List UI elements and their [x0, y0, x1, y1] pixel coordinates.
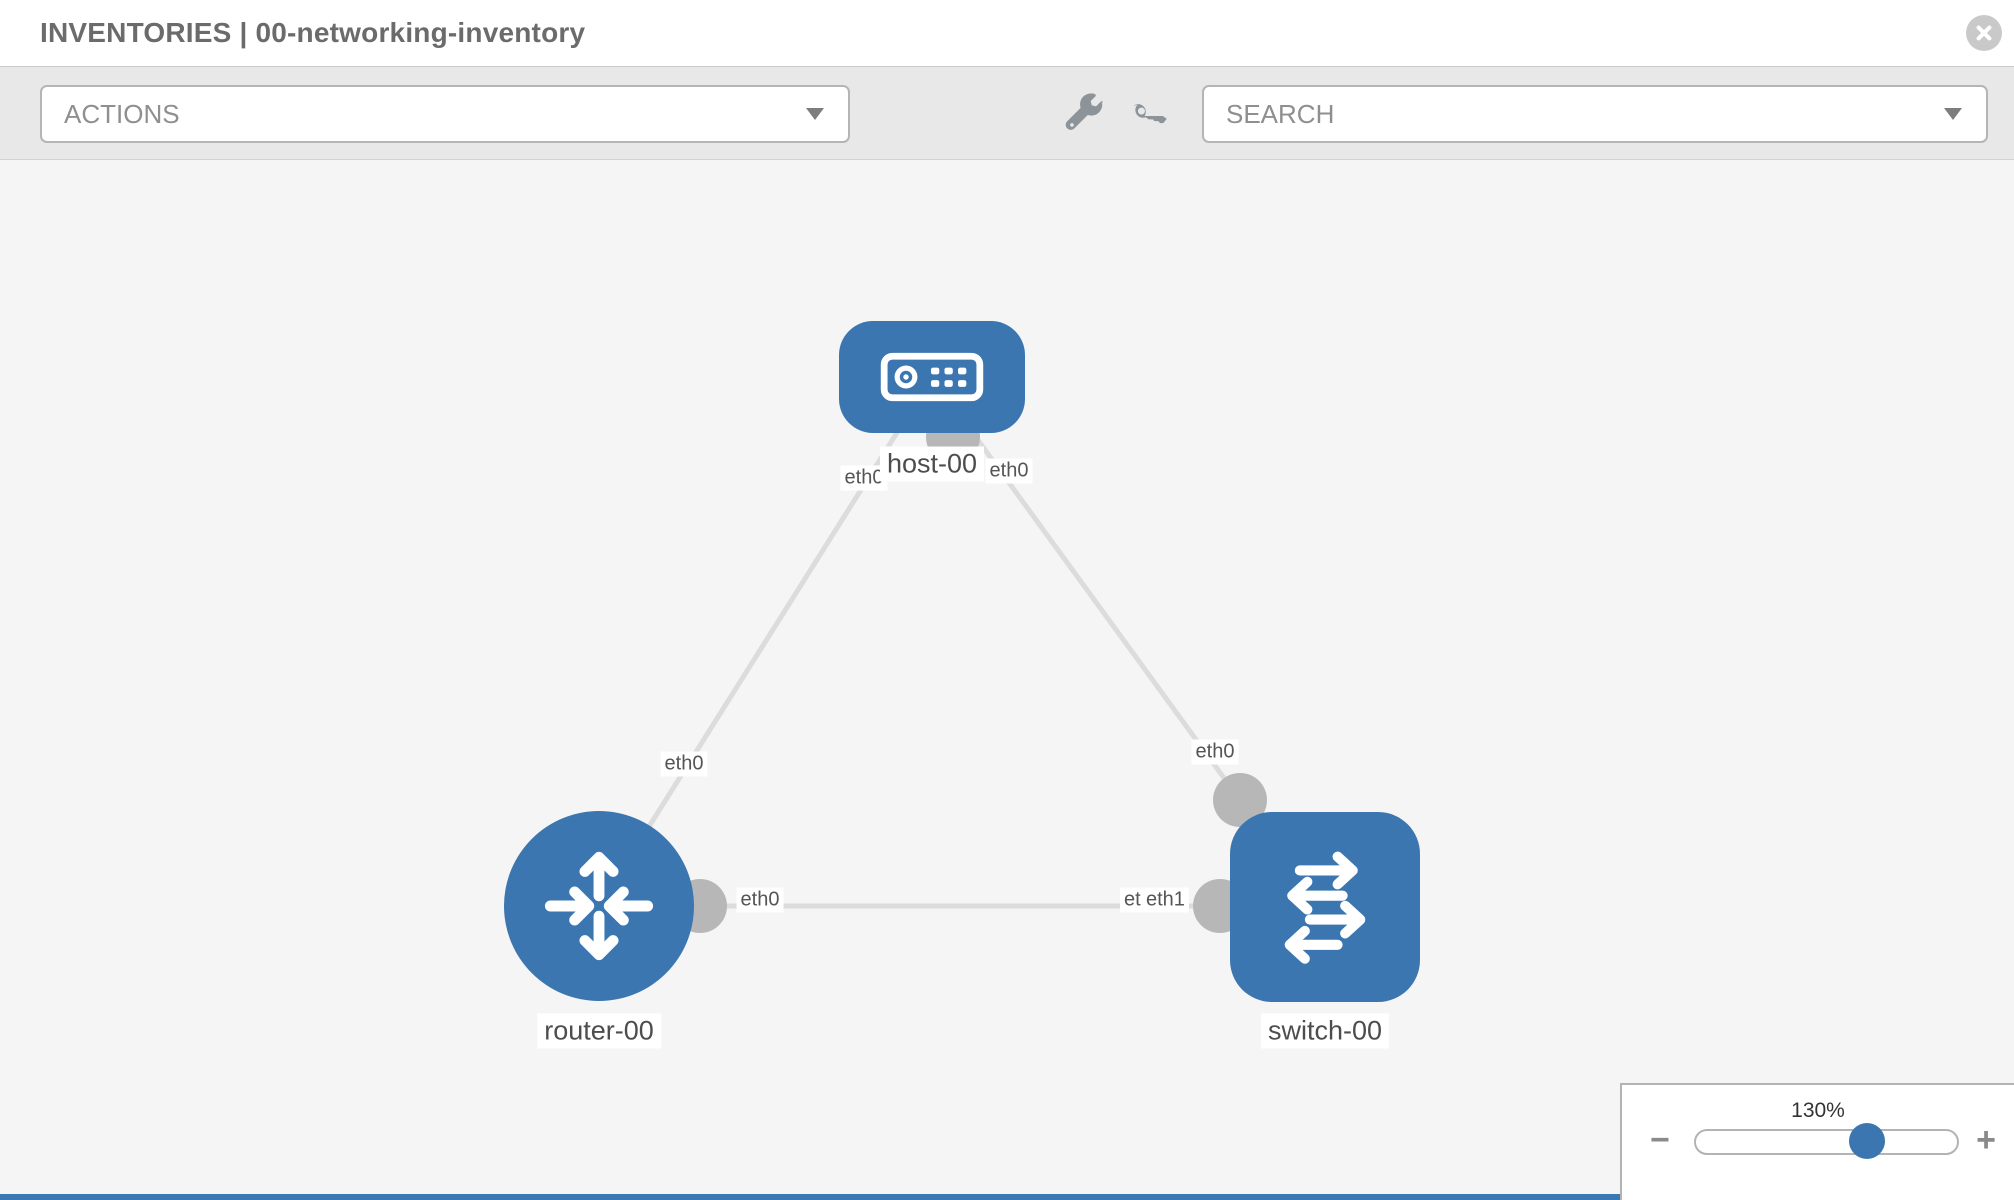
zoom-slider-thumb[interactable] — [1849, 1123, 1885, 1159]
zoom-in-button[interactable]: + — [1976, 1121, 1996, 1159]
page-title: INVENTORIES | 00-networking-inventory — [40, 17, 586, 48]
bottom-accent-strip — [0, 1194, 1620, 1200]
port-label-router-eth0-mid: eth0 — [736, 887, 784, 913]
host-icon — [880, 352, 984, 402]
actions-dropdown[interactable]: ACTIONS — [40, 85, 850, 143]
search-dropdown-label: SEARCH — [1226, 98, 1335, 129]
node-host-00[interactable] — [839, 321, 1025, 433]
switch-icon — [1284, 851, 1366, 964]
node-label-host: host-00 — [879, 446, 985, 482]
link-host-router — [596, 375, 935, 908]
search-dropdown[interactable]: SEARCH — [1202, 85, 1988, 143]
node-label-switch: switch-00 — [1260, 1013, 1390, 1049]
topology-canvas[interactable]: host-00 router-00 switch-00 eth0 eth0 et… — [0, 160, 2014, 1200]
port-label-host-eth0-right: eth0 — [985, 458, 1033, 484]
port-label-router-eth0-top: eth0 — [660, 751, 708, 777]
wrench-icon — [1065, 93, 1104, 130]
port-label-host-eth0-left: eth0 — [840, 465, 888, 491]
topology-links — [596, 375, 1325, 909]
actions-dropdown-label: ACTIONS — [64, 98, 180, 129]
wrench-button[interactable] — [1063, 91, 1107, 135]
zoom-panel: 130% − + — [1620, 1083, 2014, 1200]
port-label-switch-eth1: eth1 — [1142, 887, 1189, 913]
key-icon — [1133, 104, 1167, 124]
chevron-down-icon — [1944, 108, 1962, 120]
chevron-down-icon — [806, 108, 824, 120]
key-button[interactable] — [1131, 91, 1175, 135]
node-label-router: router-00 — [537, 1013, 661, 1049]
zoom-out-button[interactable]: − — [1650, 1121, 1670, 1159]
close-button[interactable] — [1966, 15, 2002, 51]
node-router-00[interactable] — [504, 811, 694, 1001]
toolbar: ACTIONS SEARCH — [0, 66, 2014, 160]
router-icon — [544, 851, 654, 961]
port-label-switch-eth0-top: eth0 — [1191, 739, 1239, 765]
zoom-slider-track[interactable] — [1694, 1123, 1959, 1159]
zoom-level: 130% — [1791, 1099, 1845, 1122]
titlebar: INVENTORIES | 00-networking-inventory — [0, 0, 2014, 66]
close-icon — [1976, 25, 1992, 41]
node-switch-00[interactable] — [1230, 812, 1420, 1002]
